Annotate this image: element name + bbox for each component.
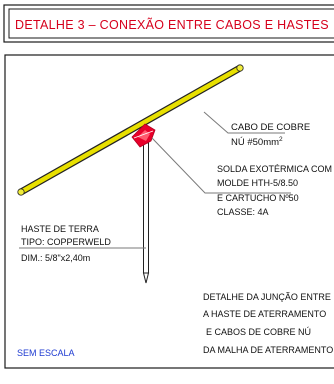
weld-callout-line4: CLASSE: 4A <box>217 207 269 217</box>
rod-callout-line1: HASTE DE TERRA <box>21 224 99 234</box>
cable-callout: CABO DE COBRE NÚ #50mm2 <box>231 122 310 148</box>
description-line1: DETALHE DA JUNÇÃO ENTRE <box>203 292 331 302</box>
cable-leader <box>203 111 285 134</box>
cable-size-superscript: 2 <box>279 136 283 143</box>
copper-cable <box>17 64 244 196</box>
description-line4: DA MALHA DE ATERRAMENTO <box>203 345 333 355</box>
rod-callout-line2: TIPO: COPPERWELD <box>21 237 111 247</box>
description-line2: A HASTE DE ATERRAMENTO <box>203 309 326 319</box>
leader-lines <box>19 111 291 249</box>
scale-note: SEM ESCALA <box>17 348 75 358</box>
title-block-inner-frame <box>8 8 334 39</box>
weld-callout-line1: SOLDA EXOTÉRMICA COM <box>217 164 332 174</box>
weld-callout-line2: MOLDE HTH-5/8.50 <box>217 178 298 188</box>
cable-fill <box>18 65 243 195</box>
title-text: DETALHE 3 – CONEXÃO ENTRE CABOS E HASTES <box>15 18 329 32</box>
weld-highlight <box>138 130 150 141</box>
cable-end-right <box>236 64 244 72</box>
rod-callout: HASTE DE TERRA TIPO: COPPERWELD DIM.: 5/… <box>21 224 111 263</box>
drawing-frame <box>4 54 334 369</box>
ground-rod <box>142 142 150 284</box>
exothermic-weld <box>131 123 156 148</box>
cable-callout-line1: CABO DE COBRE <box>231 122 310 133</box>
weld-callout: SOLDA EXOTÉRMICA COM MOLDE HTH-5/8.50 E … <box>217 164 332 217</box>
weld-callout-line3: E CARTUCHO Nº50 <box>217 193 299 203</box>
weld-leader <box>151 137 291 194</box>
rod-callout-line3: DIM.: 5/8"x2,40m <box>21 253 90 263</box>
cable-end-left <box>17 188 25 196</box>
cable-size-text: NÚ #50mm <box>231 137 279 148</box>
ground-rod-body <box>143 142 149 274</box>
title-block: DETALHE 3 – CONEXÃO ENTRE CABOS E HASTES <box>3 4 334 43</box>
weld-seam <box>133 130 154 139</box>
description-block: DETALHE DA JUNÇÃO ENTRE A HASTE DE ATERR… <box>203 292 333 355</box>
ground-rod-tip <box>142 272 150 284</box>
title-block-outer-frame <box>3 4 334 43</box>
cable-callout-line2: NÚ #50mm2 <box>231 136 283 148</box>
description-line3: E CABOS DE COBRE NÚ <box>206 327 311 337</box>
